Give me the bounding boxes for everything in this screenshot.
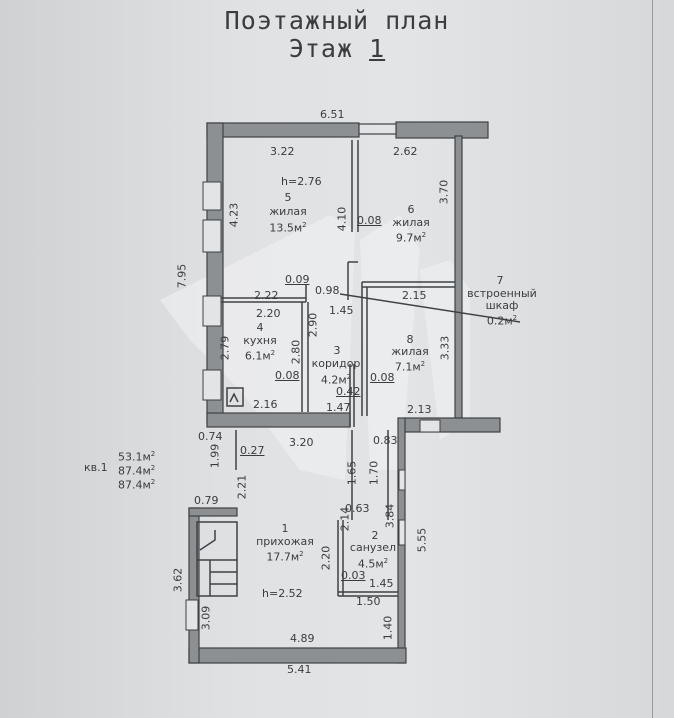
dim-label: 1.45 — [369, 577, 394, 590]
room-2-area: 4.5м2 — [357, 557, 389, 571]
dim-label: 1.99 — [208, 443, 222, 469]
room-5-number: 5 — [284, 191, 292, 204]
room-7-area: 0.2м2 — [486, 314, 518, 328]
dim-label: 0.08 — [275, 369, 300, 382]
room-6-name: жилая — [392, 216, 430, 229]
dim-label: 0.08 — [357, 214, 382, 227]
dim-label: 2.15 — [402, 289, 427, 302]
height-upper: h=2.76 — [281, 175, 322, 188]
dim-label: 0.79 — [194, 494, 219, 507]
dim-label: 0.74 — [198, 430, 223, 443]
dim-label: 1.40 — [381, 615, 395, 641]
windows — [185, 181, 441, 631]
room-3-number: 3 — [333, 344, 341, 357]
dim-label: 0.03 — [341, 569, 366, 582]
floor-number: 1 — [369, 34, 386, 63]
dim-label: 3.09 — [199, 605, 213, 631]
dim-label: 4.23 — [227, 202, 241, 228]
room-7-name2: шкаф — [485, 299, 519, 312]
outer-walls — [188, 121, 501, 664]
room-5-name: жилая — [269, 205, 307, 218]
dim-label: 0.27 — [240, 444, 265, 457]
inner-walls — [196, 140, 521, 597]
room-7-name: встроенный — [467, 287, 537, 300]
floor-title: Этаж 1 — [0, 34, 674, 63]
summary-area-2: 87.4м2 — [118, 464, 156, 478]
dim-label: 3.84 — [383, 503, 397, 529]
dim-label: 2.79 — [218, 335, 232, 361]
room-8-number: 8 — [406, 333, 414, 346]
dim-label: 2.80 — [289, 339, 303, 365]
dim-label: 0.08 — [370, 371, 395, 384]
room-4-name: кухня — [243, 334, 277, 347]
dim-label: 1.65 — [345, 460, 359, 486]
summary-area-3: 87.4м2 — [118, 478, 156, 492]
dim-label: 2.22 — [254, 289, 279, 302]
dim-label: 7.95 — [175, 263, 189, 289]
sheet-frame-line — [652, 0, 653, 718]
room-8-area: 7.1м2 — [394, 360, 426, 374]
room-1-number: 1 — [281, 522, 289, 535]
dim-label: 0.83 — [373, 434, 398, 447]
dim-label: 4.10 — [335, 206, 349, 232]
plan-title: Поэтажный план — [224, 6, 450, 35]
dim-label: 3.62 — [171, 567, 185, 593]
room-7-number: 7 — [496, 274, 504, 287]
dim-label: 3.33 — [438, 335, 452, 361]
room-1-area: 17.7м2 — [266, 550, 304, 564]
dim-label: 3.22 — [270, 145, 295, 158]
dim-label: 5.41 — [287, 663, 312, 676]
dim-label: 2.14 — [338, 506, 352, 532]
dim-label: 5.55 — [415, 527, 429, 553]
summary-apartment: кв.1 — [84, 461, 108, 474]
dim-label: 2.20 — [319, 545, 333, 571]
height-lower: h=2.52 — [262, 587, 303, 600]
dim-label: 2.20 — [256, 307, 281, 320]
floor-title-prefix: Этаж — [288, 34, 370, 63]
dim-label: 3.70 — [437, 179, 451, 205]
dim-label: 1.50 — [356, 595, 381, 608]
dim-label: 0.63 — [345, 502, 370, 515]
dim-label: 0.42 — [336, 385, 361, 398]
dim-label: 2.90 — [306, 312, 320, 338]
room-6-number: 6 — [407, 203, 415, 216]
dim-label: 2.16 — [253, 398, 278, 411]
room-1-name: прихожая — [256, 535, 314, 548]
dim-label: 3.20 — [289, 436, 314, 449]
dim-label: 2.13 — [407, 403, 432, 416]
room-2-name: санузел — [349, 541, 397, 554]
dim-label: 0.98 — [315, 284, 340, 297]
room-6-area: 9.7м2 — [395, 231, 427, 245]
dim-label: 2.62 — [393, 145, 418, 158]
summary-area-1: 53.1м2 — [118, 450, 156, 464]
room-2-number: 2 — [371, 529, 379, 542]
room-3-name: коридор — [311, 357, 361, 370]
room-8-name: жилая — [391, 345, 429, 358]
room-3-area: 4.2м2 — [320, 373, 352, 387]
room-4-number: 4 — [256, 321, 264, 334]
dim-label: 4.89 — [290, 632, 315, 645]
dim-label: 0.09 — [285, 273, 310, 286]
room-4-area: 6.1м2 — [244, 349, 276, 363]
room-5-area: 13.5м2 — [269, 221, 307, 235]
dim-label: 2.21 — [235, 474, 249, 500]
dim-label: 1.70 — [367, 460, 381, 486]
dim-label: 1.45 — [329, 304, 354, 317]
dim-label: 1.47 — [326, 401, 351, 414]
dim-label: 6.51 — [320, 108, 345, 121]
